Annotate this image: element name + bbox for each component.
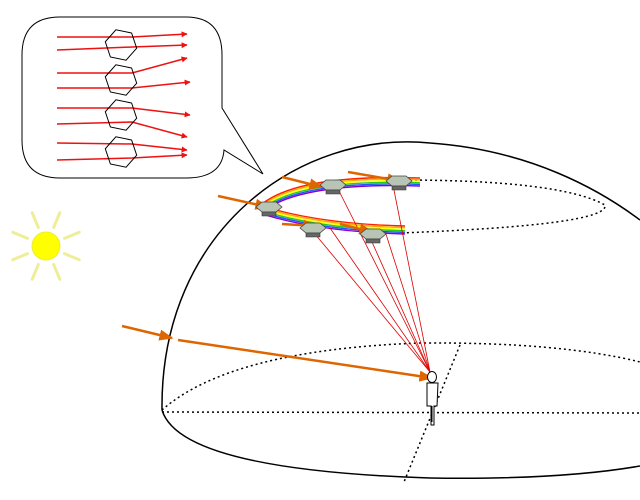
sun-ray xyxy=(52,211,62,230)
sun-icon xyxy=(11,211,81,281)
sight-line xyxy=(334,182,431,373)
sight-line xyxy=(304,221,431,373)
hexagon-crystal-icon xyxy=(385,175,413,191)
sun-ray xyxy=(52,262,62,281)
inset-crystals xyxy=(104,29,138,168)
inset-ray xyxy=(56,152,188,161)
sun-ray xyxy=(11,230,30,240)
sun-ray xyxy=(62,252,81,262)
sight-line xyxy=(384,230,431,373)
sun-ray xyxy=(62,230,81,240)
halo-crystals xyxy=(255,175,413,244)
sight-lines xyxy=(304,179,431,373)
inset-crystal xyxy=(104,136,138,168)
incoming-ray xyxy=(121,324,174,341)
inset-crystal xyxy=(104,99,138,131)
inset-ray xyxy=(57,31,188,38)
inset-crystal xyxy=(104,64,138,96)
person-icon xyxy=(426,371,439,426)
inset-ray xyxy=(57,56,188,74)
sight-line xyxy=(367,232,431,373)
inset-crystal xyxy=(104,29,138,61)
sight-line xyxy=(329,227,431,373)
halo-arc-band xyxy=(261,211,406,234)
sun-ray xyxy=(11,252,30,262)
inset-ray xyxy=(56,42,188,51)
inset-ray xyxy=(56,121,188,139)
hexagon-crystal-icon xyxy=(299,222,327,238)
inset-ray xyxy=(56,142,188,153)
hexagon-crystal-icon xyxy=(359,228,387,244)
sky-dome xyxy=(161,141,640,483)
inset-refraction-rays xyxy=(56,31,191,161)
incoming-ray xyxy=(177,338,434,382)
inset-ray xyxy=(57,107,191,118)
hexagon-crystal-icon xyxy=(255,201,283,217)
sun-ray xyxy=(30,211,40,230)
hexagon-crystal-icon xyxy=(319,179,347,195)
incoming-ray xyxy=(281,175,324,190)
sight-line xyxy=(391,179,431,373)
sun-ray xyxy=(30,262,40,281)
crystal-inset-bubble xyxy=(21,16,264,179)
